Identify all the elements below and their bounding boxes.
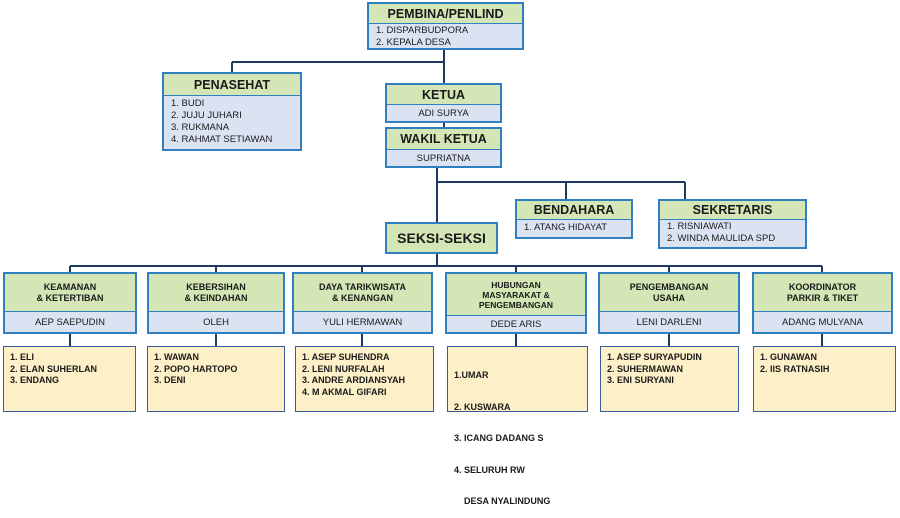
division-title-line: & KETERTIBAN xyxy=(36,292,104,303)
list-item: 1. RISNIAWATI xyxy=(667,221,732,232)
members-hubungan-masyarakat: 1.UMAR 2. KUSWARA 3. ICANG DADANG S 4. S… xyxy=(447,346,588,506)
sekretaris-list: 1. RISNIAWATI 2. WINDA MAULIDA SPD xyxy=(660,220,805,247)
list-item: 1. GUNAWAN xyxy=(760,352,818,362)
division-title: DAYA TARIKWISATA & KENANGAN xyxy=(294,274,431,312)
list-item: 1. ATANG HIDAYAT xyxy=(524,222,608,233)
sekretaris-title: SEKRETARIS xyxy=(660,201,805,220)
members-kebersihan: 1. WAWAN 2. POPO HARTOPO 3. DENI xyxy=(147,346,285,412)
division-title-line: HUBUNGAN xyxy=(491,279,541,290)
division-title: KEAMANAN & KETERTIBAN xyxy=(5,274,135,312)
members-koordinator-parkir: 1. GUNAWAN 2. IIS RATNASIH xyxy=(753,346,896,412)
list-item: 2. WINDA MAULIDA SPD xyxy=(667,233,776,244)
division-title-line: & KEINDAHAN xyxy=(184,292,248,303)
list-item: 4. RAHMAT SETIAWAN xyxy=(171,134,273,145)
list-item: 1. ELI xyxy=(10,352,35,362)
list-item: 2. KUSWARA xyxy=(454,401,511,412)
list-item: 2. IIS RATNASIH xyxy=(760,363,830,374)
list-item: 1. BUDI xyxy=(171,98,205,109)
division-hubungan-masyarakat: HUBUNGAN MASYARAKAT & PENGEMBANGAN DEDE … xyxy=(445,272,587,334)
connector-lines xyxy=(69,50,823,346)
bendahara-list: 1. ATANG HIDAYAT xyxy=(517,220,631,237)
division-kebersihan: KEBERSIHAN & KEINDAHAN OLEH xyxy=(147,272,285,334)
division-head: LENI DARLENI xyxy=(600,312,738,332)
division-head: AEP SAEPUDIN xyxy=(5,312,135,332)
seksi-seksi-label: SEKSI-SEKSI xyxy=(385,222,498,254)
division-title-line: USAHA xyxy=(652,292,685,303)
division-title-line: PENGEMBANGAN xyxy=(629,281,709,292)
list-item: 2. KEPALA DESA xyxy=(376,37,451,48)
division-title-line: MASYARAKAT & xyxy=(482,289,550,300)
division-title-line: KOORDINATOR xyxy=(788,281,857,292)
pembina-title: PEMBINA/PENLIND xyxy=(369,4,522,24)
bendahara-title: BENDAHARA xyxy=(517,201,631,220)
division-daya-tarik-wisata: DAYA TARIKWISATA & KENANGAN YULI HERMAWA… xyxy=(292,272,433,334)
division-head: DEDE ARIS xyxy=(447,316,585,332)
list-item: 3. ANDRE ARDIANSYAH xyxy=(302,375,406,385)
ketua-title: KETUA xyxy=(387,85,500,105)
list-item: 3. RUKMANA xyxy=(171,122,230,133)
list-item: 3. DENI xyxy=(154,375,186,385)
members-keamanan: 1. ELI 2. ELAN SUHERLAN 3. ENDANG xyxy=(3,346,136,412)
division-title: KEBERSIHAN & KEINDAHAN xyxy=(149,274,283,312)
ketua-name: ADI SURYA xyxy=(387,105,500,121)
division-title-line: PENGEMBANGAN xyxy=(478,299,554,310)
wakil-ketua-name: SUPRIATNA xyxy=(387,150,500,166)
list-item: 4. SELURUH RW xyxy=(454,464,525,475)
division-head: YULI HERMAWAN xyxy=(294,312,431,332)
bendahara-box: BENDAHARA 1. ATANG HIDAYAT xyxy=(515,199,633,239)
division-title-line: KEBERSIHAN xyxy=(186,281,246,292)
division-head: ADANG MULYANA xyxy=(754,312,891,332)
list-item: 3. ENDANG xyxy=(10,375,60,385)
members-daya-tarik-wisata: 1. ASEP SUHENDRA 2. LENI NURFALAH 3. AND… xyxy=(295,346,434,412)
pembina-box: PEMBINA/PENLIND 1. DISPARBUDPORA 2. KEPA… xyxy=(367,2,524,50)
division-koordinator-parkir: KOORDINATOR PARKIR & TIKET ADANG MULYANA xyxy=(752,272,893,334)
sekretaris-box: SEKRETARIS 1. RISNIAWATI 2. WINDA MAULID… xyxy=(658,199,807,249)
list-item: 2. POPO HARTOPO xyxy=(154,363,238,374)
pembina-list: 1. DISPARBUDPORA 2. KEPALA DESA xyxy=(369,24,522,48)
division-title: HUBUNGAN MASYARAKAT & PENGEMBANGAN xyxy=(447,274,585,316)
division-head: OLEH xyxy=(149,312,283,332)
list-item: 4. M AKMAL GIFARI xyxy=(302,386,387,397)
list-item: 1. DISPARBUDPORA xyxy=(376,25,469,36)
division-title: KOORDINATOR PARKIR & TIKET xyxy=(754,274,891,312)
division-title-line: KEAMANAN xyxy=(43,281,97,292)
list-item: 1. ASEP SURYAPUDIN xyxy=(607,352,702,362)
list-item: DESA NYALINDUNG xyxy=(454,496,551,506)
penasehat-box: PENASEHAT 1. BUDI 2. JUJU JUHARI 3. RUKM… xyxy=(162,72,302,151)
division-title-line: PARKIR & TIKET xyxy=(786,292,859,303)
list-item: 2. LENI NURFALAH xyxy=(302,363,385,374)
members-pengembangan-usaha: 1. ASEP SURYAPUDIN 2. SUHERMAWAN 3. ENI … xyxy=(600,346,739,412)
wakil-ketua-title: WAKIL KETUA xyxy=(387,129,500,150)
list-item: 1. WAWAN xyxy=(154,352,200,362)
ketua-box: KETUA ADI SURYA xyxy=(385,83,502,123)
list-item: 3. ENI SURYANI xyxy=(607,375,674,385)
wakil-ketua-box: WAKIL KETUA SUPRIATNA xyxy=(385,127,502,168)
division-keamanan: KEAMANAN & KETERTIBAN AEP SAEPUDIN xyxy=(3,272,137,334)
list-item: 3. ICANG DADANG S xyxy=(454,433,544,443)
list-item: 2. SUHERMAWAN xyxy=(607,363,684,374)
list-item: 1.UMAR xyxy=(454,370,489,380)
list-item: 2. JUJU JUHARI xyxy=(171,110,242,121)
penasehat-list: 1. BUDI 2. JUJU JUHARI 3. RUKMANA 4. RAH… xyxy=(164,96,300,149)
division-title: PENGEMBANGAN USAHA xyxy=(600,274,738,312)
list-item: 1. ASEP SUHENDRA xyxy=(302,352,390,362)
division-title-line: DAYA TARIKWISATA xyxy=(318,281,406,292)
division-pengembangan-usaha: PENGEMBANGAN USAHA LENI DARLENI xyxy=(598,272,740,334)
penasehat-title: PENASEHAT xyxy=(164,74,300,96)
division-title-line: & KENANGAN xyxy=(331,292,393,303)
list-item: 2. ELAN SUHERLAN xyxy=(10,363,98,374)
